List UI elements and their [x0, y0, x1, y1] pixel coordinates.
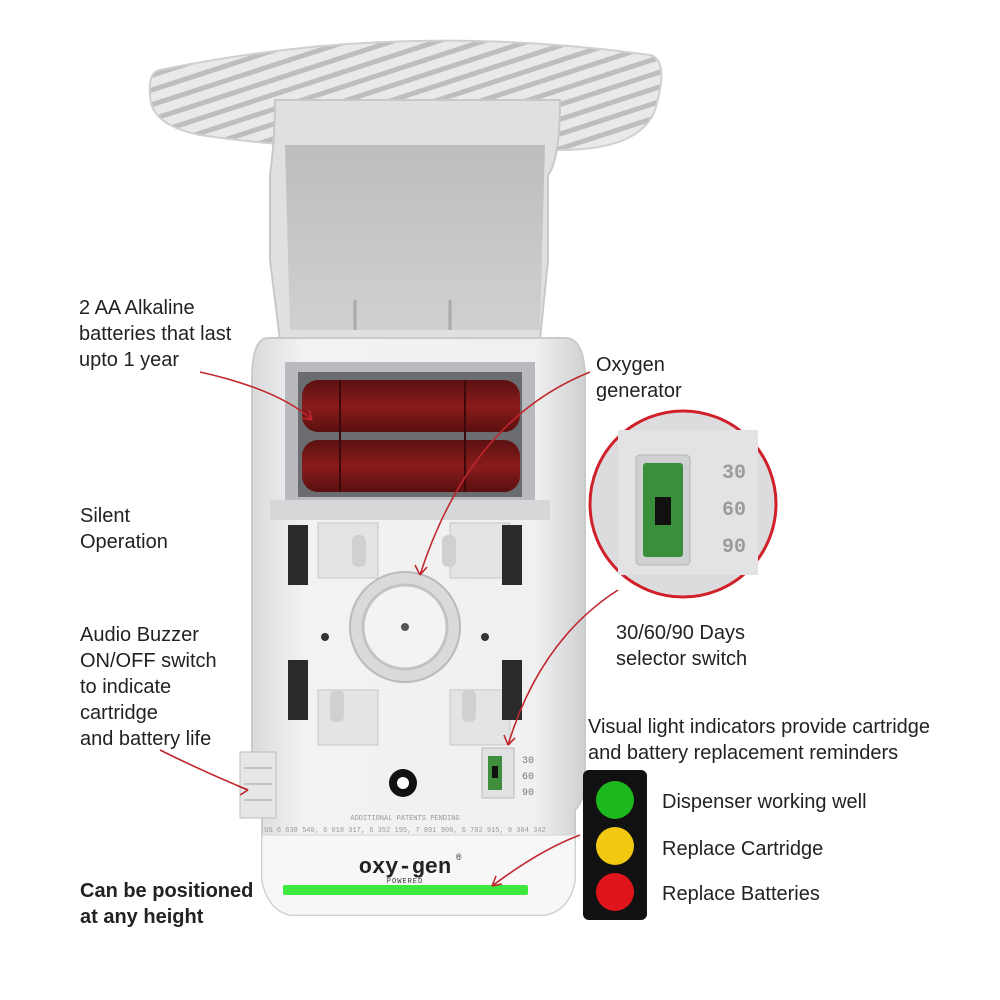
- buzzer-line-1: Audio Buzzer: [80, 624, 199, 646]
- brand-logo: oxy-gen ® POWERED: [359, 853, 462, 886]
- status-light-bar: [283, 885, 528, 895]
- batteries-line-3: upto 1 year: [79, 349, 180, 371]
- legend-red: Replace Batteries: [662, 883, 820, 905]
- visual-line-2: and battery replacement reminders: [588, 742, 899, 764]
- selector-mark-small-60: 60: [522, 772, 534, 783]
- legend-yellow: Replace Cartridge: [662, 838, 824, 860]
- traffic-light: [583, 770, 647, 920]
- silent-line-2: Operation: [80, 531, 168, 553]
- patent-pending-text: ADDITIONAL PATENTS PENDING: [350, 815, 459, 823]
- oxygen-annotation: Oxygen generator: [596, 352, 682, 404]
- selector-mark-small-30: 30: [522, 756, 534, 767]
- open-lid: [269, 99, 562, 341]
- buzzer-switch: [239, 751, 277, 819]
- indicator-yellow-light: [596, 827, 634, 865]
- buzzer-line-5: and battery life: [80, 728, 212, 750]
- svg-text:®: ®: [456, 853, 462, 863]
- indicator-red-light: [596, 873, 634, 911]
- batteries-annotation: 2 AA Alkaline batteries that last upto 1…: [79, 295, 231, 373]
- batteries-line-1: 2 AA Alkaline: [79, 297, 195, 319]
- height-line-2: at any height: [80, 906, 204, 928]
- selector-switch-small: 30 60 90: [481, 747, 534, 799]
- selector-mark-90: 90: [722, 536, 746, 559]
- svg-text:POWERED: POWERED: [387, 878, 423, 886]
- height-line-1: Can be positioned: [80, 880, 254, 902]
- selector-mark-small-90: 90: [522, 788, 534, 799]
- legend-green: Dispenser working well: [662, 791, 867, 813]
- selector-line-1: 30/60/90 Days: [616, 622, 745, 644]
- battery-compartment: [270, 362, 550, 520]
- selector-mark-60: 60: [722, 499, 746, 522]
- oxygen-line-1: Oxygen: [596, 354, 665, 376]
- indicator-green-light: [596, 781, 634, 819]
- silent-line-1: Silent: [80, 505, 131, 527]
- batteries-line-2: batteries that last: [79, 323, 232, 345]
- buzzer-line-3: to indicate: [80, 676, 172, 698]
- selector-annotation: 30/60/90 Days selector switch: [616, 620, 747, 672]
- oxygen-line-2: generator: [596, 380, 682, 402]
- selector-zoom-callout: 30 60 90: [588, 409, 778, 599]
- cartridge-housing: [288, 522, 522, 797]
- buzzer-line-4: cartridge: [80, 702, 158, 724]
- silent-annotation: Silent Operation: [80, 503, 168, 555]
- svg-text:oxy-gen: oxy-gen: [359, 855, 451, 880]
- selector-line-2: selector switch: [616, 648, 748, 670]
- visual-line-1: Visual light indicators provide cartridg…: [588, 716, 931, 738]
- visual-indicators-annotation: Visual light indicators provide cartridg…: [588, 714, 930, 766]
- selector-mark-30: 30: [722, 462, 746, 485]
- height-annotation: Can be positioned at any height: [80, 878, 253, 930]
- buzzer-annotation: Audio Buzzer ON/OFF switch to indicate c…: [80, 622, 217, 752]
- buzzer-line-2: ON/OFF switch: [80, 650, 217, 672]
- annotation-arrows: [159, 371, 619, 887]
- patent-numbers-text: US 6 638 540, 6 018 317, 6 352 195, 7 89…: [264, 827, 545, 835]
